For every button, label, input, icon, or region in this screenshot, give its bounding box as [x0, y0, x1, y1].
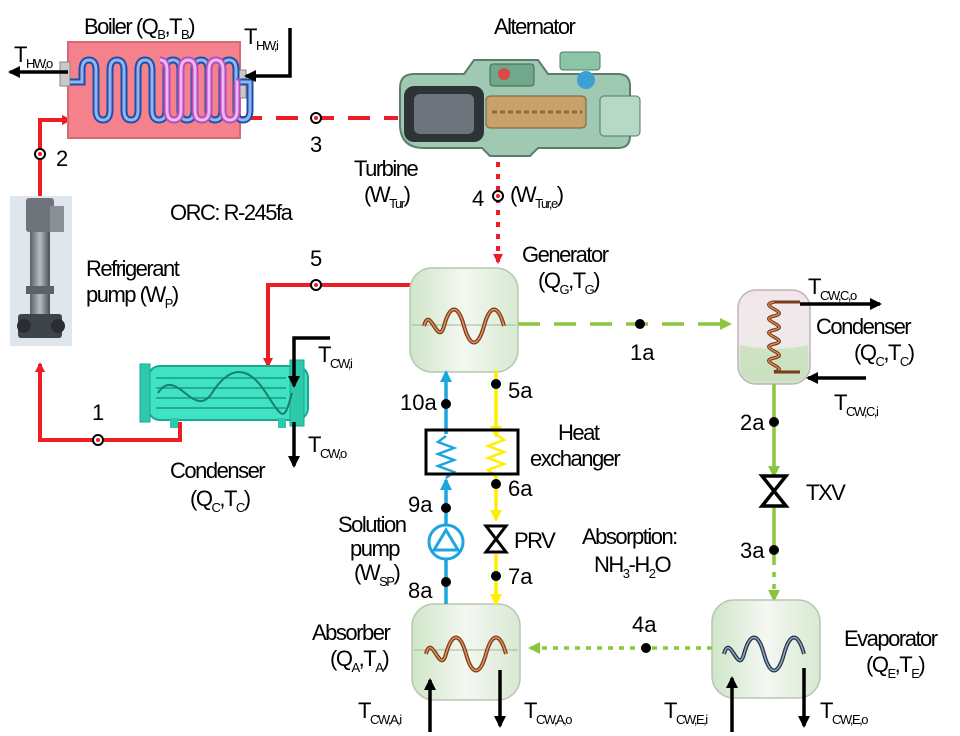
heat-exchanger-label-line2: exchanger — [530, 446, 620, 471]
absorber-label: Absorber — [312, 620, 390, 645]
t-cwc-in-label: TCW,C,i — [834, 390, 879, 419]
absorber-vessel — [412, 604, 520, 700]
solution-pump-work-label: (WSP) — [354, 560, 399, 589]
t-cwe-in-label: TCW,E,i — [664, 698, 708, 727]
generator-vessel — [410, 268, 518, 372]
absorption-condenser-label: Condenser — [816, 314, 911, 339]
point-6a-label: 6a — [508, 476, 533, 501]
generator-q-label: (QG,TG) — [538, 268, 599, 297]
orc-condenser — [140, 360, 308, 428]
pump-label-line2: pump (WP) — [86, 282, 178, 311]
point-10a-label: 10a — [400, 390, 437, 415]
hx-blue-coil — [438, 436, 454, 478]
hx-yellow-coil — [488, 434, 504, 476]
absorption-title-line1: Absorption: — [582, 524, 677, 549]
turbine-alternator — [400, 52, 640, 156]
point-5a-label: 5a — [508, 378, 533, 403]
solution-pump-label-line2: pump — [350, 536, 400, 561]
prv-label: PRV — [514, 528, 556, 553]
refrigerant-pump — [10, 196, 72, 346]
point-8a-label: 8a — [408, 578, 433, 603]
point-5-label: 5 — [310, 246, 322, 271]
t-cwe-out-label: TCW,E,o — [820, 698, 868, 727]
point-1-label: 1 — [92, 400, 104, 425]
t-hw-in-label: THW,i — [244, 24, 279, 53]
point-3a-label: 3a — [740, 538, 765, 563]
alternator-label: Alternator — [494, 14, 576, 39]
txv-label: TXV — [806, 480, 846, 505]
absorber-q-label: (QA,TA) — [330, 646, 388, 675]
orc-condenser-label: Condenser — [170, 458, 265, 483]
turbine-work-e-label: (WTur,e) — [510, 182, 563, 211]
point-4-label: 4 — [472, 186, 484, 211]
point-2-label: 2 — [56, 146, 68, 171]
solution-pump-label-line1: Solution — [338, 512, 406, 537]
point-9a-label: 9a — [408, 492, 433, 517]
pump-label-line1: Refrigerant — [86, 256, 180, 281]
prv-valve — [486, 526, 506, 552]
t-hw-out-label: THW,o — [14, 42, 53, 71]
point-3-label: 3 — [310, 132, 322, 157]
absorption-condenser-q-label: (QC,TC) — [854, 340, 914, 369]
turbine-work-label: (WTur) — [364, 182, 410, 211]
t-cw-in-label: TCW,i — [318, 342, 353, 371]
txv-valve — [762, 476, 786, 506]
boiler-label: Boiler (QB,TB) — [84, 14, 194, 42]
turbine-label: Turbine — [354, 156, 419, 181]
absorption-condenser-vessel — [738, 290, 810, 384]
generator-label: Generator — [522, 242, 609, 267]
evaporator-q-label: (QE,TE) — [866, 652, 924, 681]
boiler — [60, 42, 250, 138]
line-generator-to-condenser — [268, 285, 418, 366]
t-cwc-out-label: TCW,C,o — [808, 274, 857, 303]
point-1a-label: 1a — [630, 340, 655, 365]
point-7a-label: 7a — [508, 564, 533, 589]
absorption-title-line2: NH3-H2O — [594, 552, 671, 581]
heat-exchanger-label-line1: Heat — [558, 420, 600, 445]
t-cwa-in-label: TCW,A,i — [358, 698, 402, 727]
t-cw-out-label: TCW,o — [308, 432, 347, 461]
orc-title: ORC: R-245fa — [170, 200, 294, 225]
orc-condenser-q-label: (QC,TC) — [190, 486, 250, 515]
evaporator-label: Evaporator — [844, 626, 938, 651]
point-4a-label: 4a — [632, 612, 657, 637]
t-cwa-out-label: TCW,A,o — [524, 698, 572, 727]
point-2a-label: 2a — [740, 410, 765, 435]
